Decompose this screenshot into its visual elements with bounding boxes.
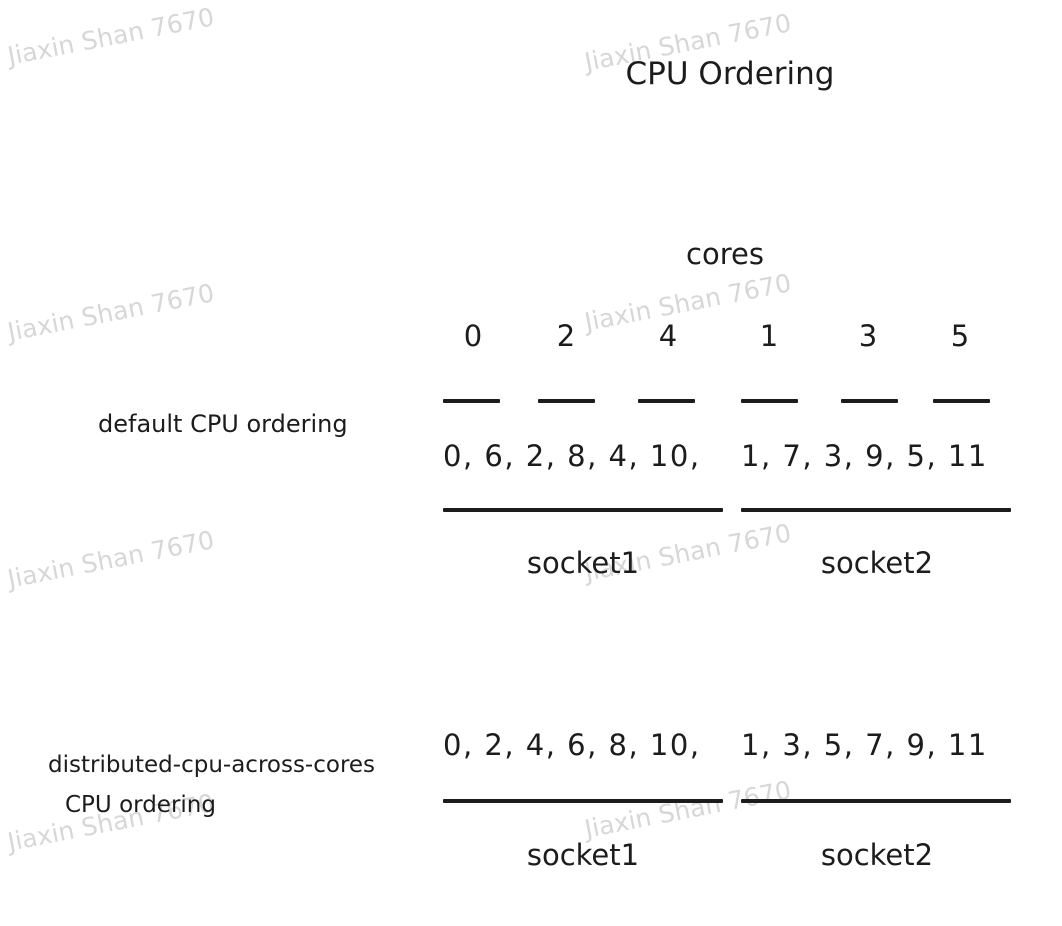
core-number: 4 (658, 319, 678, 353)
distributed-socket2-cpus: 1, 3, 5, 7, 9, 11 (741, 728, 988, 762)
distributed-ordering-label-line2: CPU ordering (65, 792, 216, 818)
core-number: 3 (858, 319, 878, 353)
watermark: Jiaxin Shan 7670 (5, 525, 217, 594)
default-socket1-cpus: 0, 6, 2, 8, 4, 10, (443, 439, 701, 473)
distributed-socket1-cpus: 0, 2, 4, 6, 8, 10, (443, 728, 701, 762)
default-ordering-label: default CPU ordering (98, 410, 348, 438)
core-tick (538, 399, 595, 403)
socket1-label: socket1 (526, 838, 640, 872)
socket1-underline (443, 799, 723, 803)
core-tick (741, 399, 798, 403)
core-tick (841, 399, 898, 403)
core-number: 2 (556, 319, 576, 353)
socket1-underline (443, 508, 723, 512)
socket2-underline (741, 799, 1011, 803)
socket2-underline (741, 508, 1011, 512)
socket2-label: socket2 (820, 546, 934, 580)
core-number: 5 (950, 319, 970, 353)
core-tick (443, 399, 500, 403)
core-number: 1 (759, 319, 779, 353)
socket2-label: socket2 (820, 838, 934, 872)
distributed-ordering-label-line1: distributed-cpu-across-cores (48, 752, 376, 778)
cores-label: cores (686, 237, 764, 271)
core-tick (638, 399, 695, 403)
watermark: Jiaxin Shan 7670 (5, 2, 217, 71)
socket1-label: socket1 (526, 546, 640, 580)
watermark: Jiaxin Shan 7670 (582, 775, 794, 844)
default-socket2-cpus: 1, 7, 3, 9, 5, 11 (741, 439, 988, 473)
diagram-title: CPU Ordering (625, 56, 835, 92)
watermark: Jiaxin Shan 7670 (5, 278, 217, 347)
core-tick (933, 399, 990, 403)
core-number: 0 (463, 319, 483, 353)
